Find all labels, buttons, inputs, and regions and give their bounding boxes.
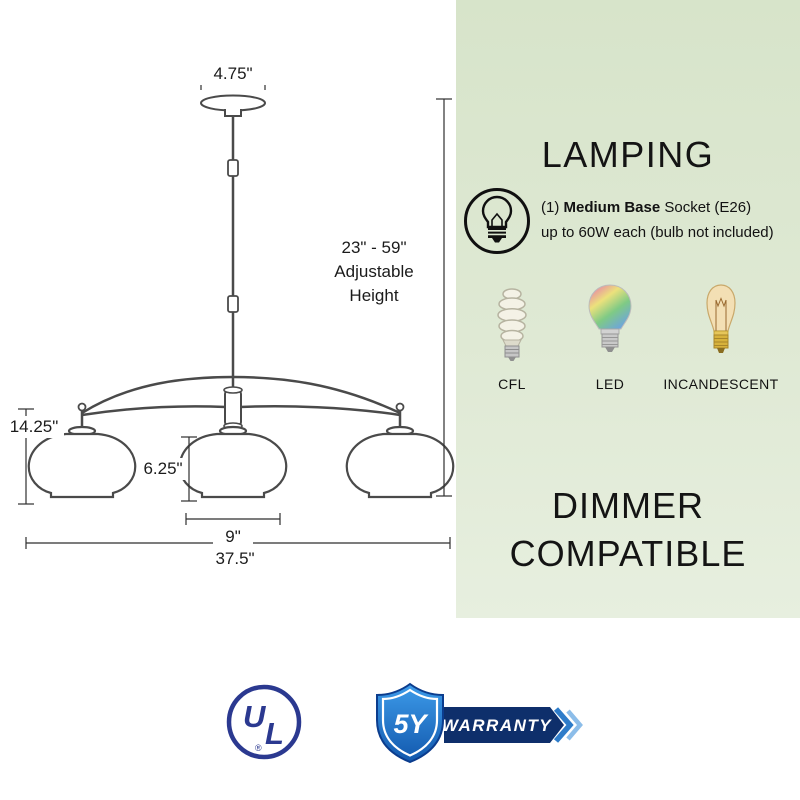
bulb-option-cfl: CFL: [474, 284, 550, 392]
socket-line1: (1) Medium Base Socket (E26): [541, 196, 774, 221]
dimmer-line1: DIMMER: [552, 485, 704, 526]
lightbulb-icon: [464, 188, 530, 254]
dim-height-word2: Height: [349, 286, 399, 305]
chandelier-diagram: [18, 78, 455, 549]
warranty-label: WARRANTY: [442, 716, 552, 735]
dim-height-range: 23" - 59": [341, 238, 407, 257]
warranty-years: 5Y: [393, 709, 429, 739]
socket-count: (1): [541, 199, 564, 217]
dim-shade-height: 6.25": [139, 458, 187, 480]
led-bulb-icon: [588, 284, 632, 352]
warranty-ribbon: WARRANTY: [442, 707, 583, 743]
dim-shade-width: 9": [213, 526, 253, 548]
warranty-badge: WARRANTY 5Y: [376, 682, 583, 764]
dim-fixture-height: 14.25": [4, 416, 64, 438]
socket-base-type: Medium Base: [563, 199, 661, 217]
dim-adjustable-height: 23" - 59" Adjustable Height: [320, 236, 428, 308]
dimmer-line2: COMPATIBLE: [509, 533, 747, 574]
bulb-label-incandescent: INCANDESCENT: [663, 376, 779, 392]
dimmer-compatible-text: DIMMER COMPATIBLE: [456, 482, 800, 578]
glass-shades: [27, 425, 455, 499]
ul-listed-logo: U L ®: [226, 684, 302, 760]
socket-description: (1) Medium Base Socket (E26) up to 60W e…: [541, 196, 774, 246]
ul-letter-l: L: [265, 716, 284, 751]
lamping-panel: LAMPING (1) Medium Base Socket (E26) up …: [456, 0, 800, 618]
socket-type-suffix: Socket (E26): [660, 199, 752, 217]
ul-letter-u: U: [243, 699, 267, 734]
shade-right: [345, 432, 455, 499]
bulb-label-led: LED: [595, 376, 625, 392]
shade-left: [27, 432, 137, 499]
socket-info-row: (1) Medium Base Socket (E26) up to 60W e…: [462, 184, 798, 258]
downrod: [227, 116, 239, 392]
dim-overall-width: 37.5": [203, 548, 267, 570]
registered-mark: ®: [255, 743, 262, 753]
center-body: [223, 386, 243, 430]
bulb-option-led: LED: [572, 284, 648, 392]
cfl-bulb-icon: [497, 288, 527, 361]
warranty-shield: 5Y: [376, 682, 444, 764]
arms: [77, 375, 405, 429]
dim-height-word1: Adjustable: [334, 262, 414, 281]
shade-center: [178, 432, 288, 499]
dim-canopy-width: 4.75": [198, 63, 268, 85]
canopy: [200, 94, 266, 117]
bulb-label-cfl: CFL: [498, 376, 526, 392]
bulb-option-incandescent: INCANDESCENT: [656, 284, 786, 392]
lamping-title: LAMPING: [541, 134, 715, 175]
socket-line2: up to 60W each (bulb not included): [541, 224, 774, 241]
incandescent-bulb-icon: [706, 284, 736, 353]
